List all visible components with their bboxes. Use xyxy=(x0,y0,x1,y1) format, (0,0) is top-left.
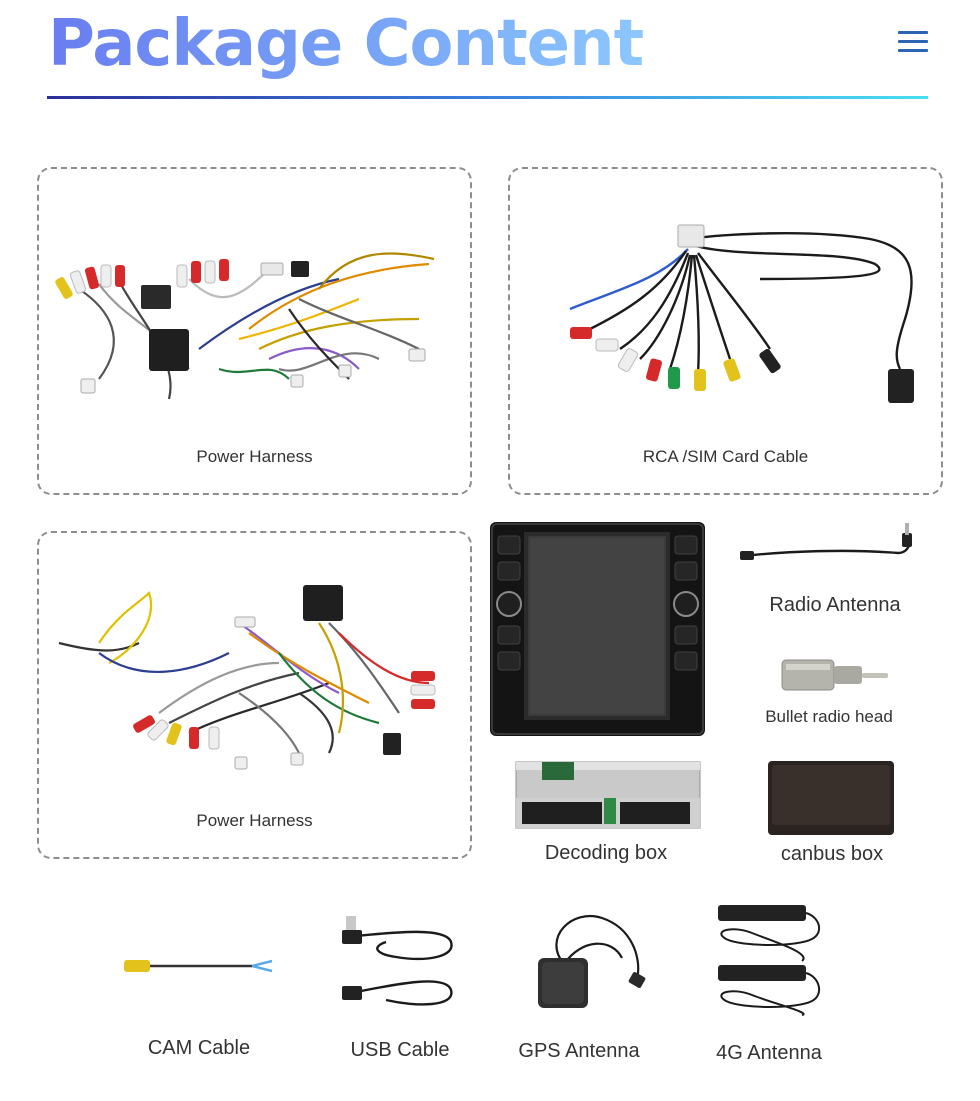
cam-cable-caption: CAM Cable xyxy=(147,1037,251,1059)
item-card-power-harness-1: Power Harness xyxy=(37,167,472,495)
head-unit-image xyxy=(490,522,705,736)
canbus-box-image xyxy=(768,761,894,835)
cam-cable-image xyxy=(124,959,273,973)
bullet-radio-head-caption: Bullet radio head xyxy=(765,707,893,726)
decoding-box-caption: Decoding box xyxy=(544,842,668,864)
item-card-rca-sim-cable: RCA /SIM Card Cable xyxy=(508,167,943,495)
4g-antenna-image xyxy=(718,905,821,1016)
item-card-power-harness-2: Power Harness xyxy=(37,531,472,859)
4g-antenna-caption: 4G Antenna xyxy=(716,1042,822,1064)
bullet-radio-head-image xyxy=(781,659,888,691)
item-caption: Power Harness xyxy=(196,447,313,466)
rca-sim-cable-image xyxy=(569,224,914,403)
hamburger-menu-icon[interactable] xyxy=(898,31,928,53)
canbus-box-caption: canbus box xyxy=(780,843,884,865)
item-caption: RCA /SIM Card Cable xyxy=(642,447,809,466)
usb-cable-caption: USB Cable xyxy=(350,1039,450,1061)
gps-antenna-image xyxy=(538,915,646,1008)
gps-antenna-caption: GPS Antenna xyxy=(518,1040,640,1062)
radio-antenna-image xyxy=(740,523,912,560)
header-divider xyxy=(47,96,928,99)
decoding-box-image xyxy=(515,761,701,829)
page-title: Package Content xyxy=(48,7,644,81)
usb-cable-image xyxy=(342,916,453,1006)
item-caption: Power Harness xyxy=(196,811,313,830)
radio-antenna-caption: Radio Antenna xyxy=(769,594,901,616)
power-harness-image xyxy=(55,252,435,400)
power-harness-image xyxy=(58,585,436,770)
